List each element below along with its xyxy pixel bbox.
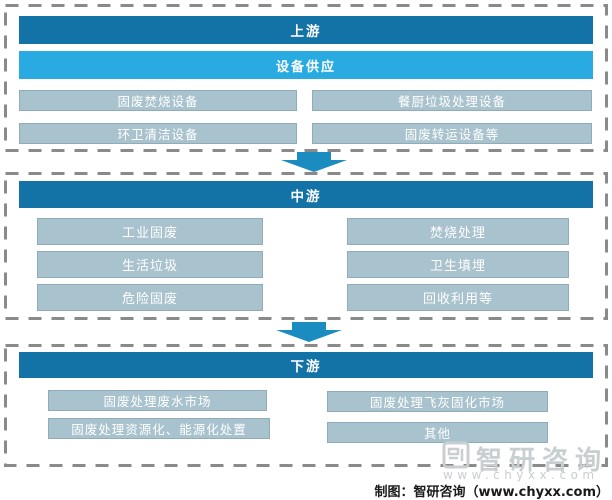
zhiyan-logo-icon: [442, 441, 470, 469]
watermark-url-text: www.chyxx.com: [443, 468, 599, 482]
downstream-box-other: 其他: [327, 422, 548, 443]
downstream-box-wastewater-market: 固废处理废水市场: [48, 390, 267, 411]
downstream-box-fly-ash-solidification-market: 固废处理飞灰固化市场: [327, 391, 548, 412]
upstream-box-incineration-equipment: 固废焚烧设备: [19, 90, 297, 111]
midstream-box-sanitary-landfill: 卫生填埋: [347, 251, 569, 278]
upstream-box-sanitation-cleaning-equipment: 环卫清洁设备: [19, 123, 297, 144]
midstream-box-household-garbage: 生活垃圾: [37, 251, 263, 278]
downstream-box-resource-energy-disposal: 固废处理资源化、能源化处置: [48, 418, 270, 439]
upstream-subtitle-bar: 设备供应: [19, 51, 593, 79]
down-arrow-icon: [281, 152, 347, 172]
midstream-box-recycling: 回收利用等: [347, 284, 569, 311]
watermark-brand-text: 智研咨询: [476, 446, 609, 476]
upstream-title: 上游: [19, 16, 593, 44]
down-arrow-icon: [276, 322, 342, 342]
attribution-text: 制图：智研咨询（www.chyxx.com）: [374, 485, 609, 500]
midstream-box-hazardous-solid-waste: 危险固废: [37, 284, 263, 311]
downstream-title: 下游: [19, 352, 593, 378]
upstream-box-kitchen-waste-equipment: 餐厨垃圾处理设备: [312, 90, 592, 111]
midstream-title: 中游: [19, 181, 593, 208]
midstream-box-incineration-treatment: 焚烧处理: [347, 218, 569, 245]
midstream-box-industrial-solid-waste: 工业固废: [37, 218, 263, 245]
upstream-box-transfer-equipment: 固废转运设备等: [312, 123, 592, 144]
